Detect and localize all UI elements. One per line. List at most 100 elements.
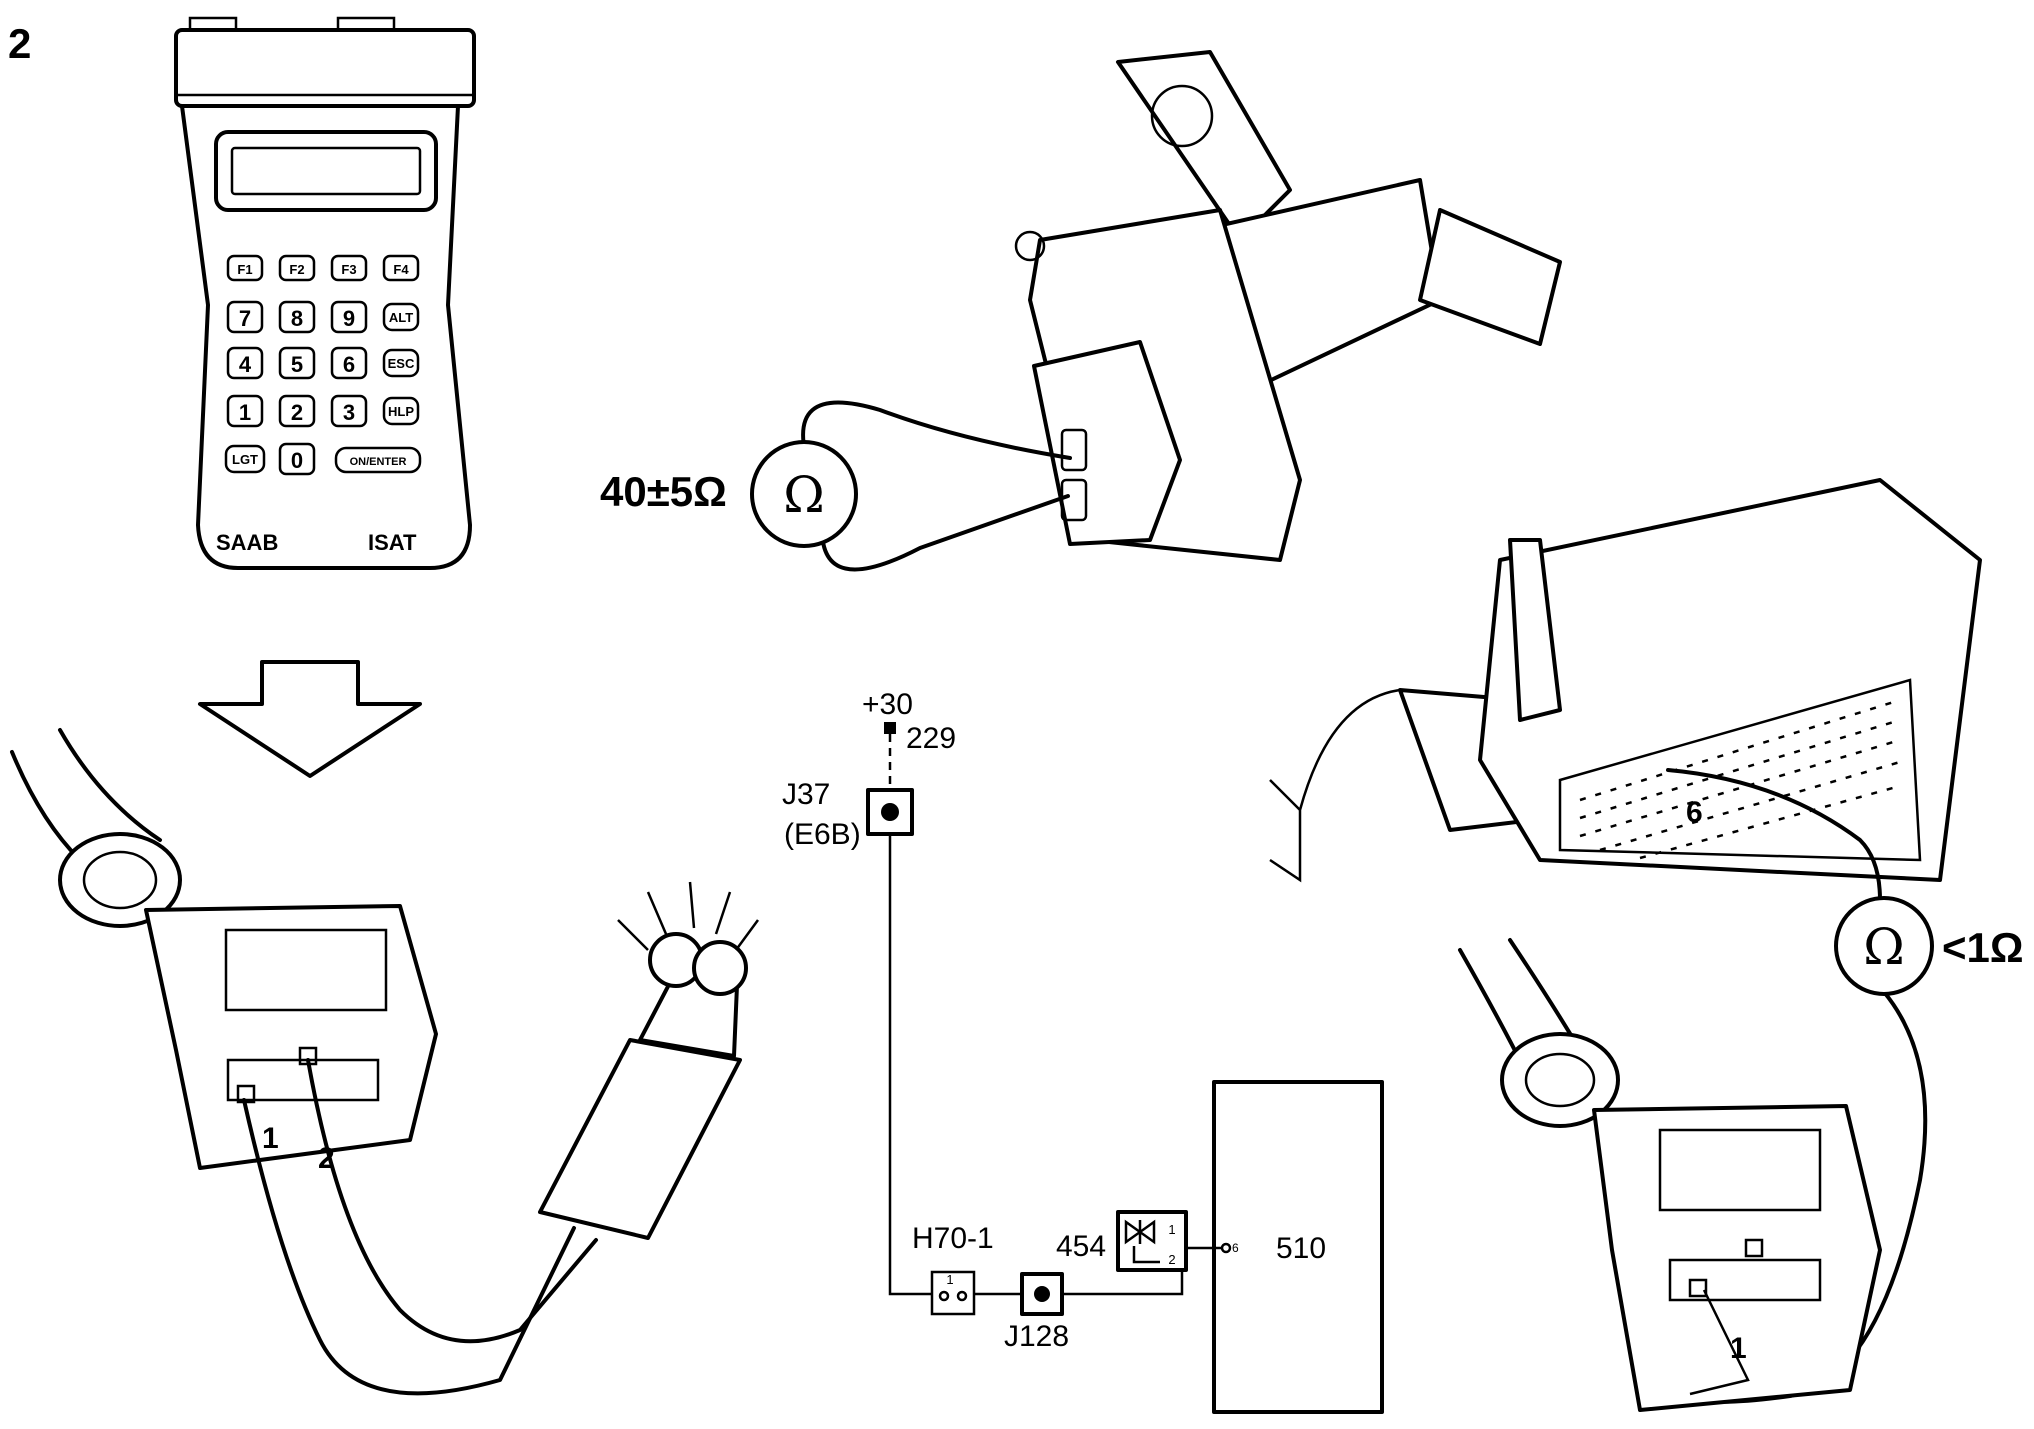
component-454-pin-1: 1 xyxy=(1168,1222,1175,1237)
valve-bracket xyxy=(1116,50,1292,242)
ecu-pin-number: 6 xyxy=(1686,796,1703,829)
ecu-pin-terminal xyxy=(1220,1242,1232,1254)
right-pin-1-terminal xyxy=(1688,1278,1708,1298)
test-lamp xyxy=(242,881,760,1396)
key-5[interactable] xyxy=(278,346,316,380)
key-8-label: 8 xyxy=(291,306,303,331)
key-f2-label: F2 xyxy=(289,262,304,277)
isat-tester: F1 F2 F3 F4 7 8 9 ALT 4 5 6 ESC xyxy=(174,16,476,570)
light-rays-icon xyxy=(617,881,760,951)
key-1[interactable] xyxy=(226,394,264,428)
ecu-latch-lever xyxy=(1508,538,1562,722)
component-454-label: 454 xyxy=(1056,1230,1106,1263)
key-0-label: 0 xyxy=(291,448,303,473)
keypad-row-2: 4 5 6 ESC xyxy=(226,346,420,380)
bracket-hole xyxy=(1150,84,1214,148)
key-hlp[interactable] xyxy=(382,396,420,426)
key-9-label: 9 xyxy=(343,306,355,331)
key-on-enter-label: ON/ENTER xyxy=(350,456,407,468)
valve-resistance-value: 40±5Ω xyxy=(600,468,727,515)
junction-j128-dot xyxy=(1034,1286,1050,1302)
wiring-schematic: +30 229 J37 (E6B) 1 H70-1 J128 1 2 454 6… xyxy=(782,688,1384,1414)
junction-j37-sublabel: (E6B) xyxy=(784,818,861,851)
key-f4-label: F4 xyxy=(393,262,409,277)
tester-body xyxy=(180,104,472,570)
ecu-meter-lead-upper xyxy=(1666,768,1882,902)
connector-housing-left xyxy=(144,904,438,1170)
meter-lead-lower xyxy=(819,494,1070,572)
right-harness-connector: 1 xyxy=(1458,938,1882,1412)
lamp-lead-2 xyxy=(306,1058,598,1344)
valve-assembly xyxy=(1014,50,1562,562)
key-esc-label: ESC xyxy=(388,356,415,371)
key-2-label: 2 xyxy=(291,400,303,425)
connector-housing-right xyxy=(1592,1104,1882,1412)
key-esc[interactable] xyxy=(382,348,420,378)
ecu-resistance-value: <1Ω xyxy=(1942,924,2024,971)
key-f1[interactable] xyxy=(226,254,264,282)
harness-grommet xyxy=(58,832,182,928)
ecu-pin-field xyxy=(1558,678,1922,862)
key-5-label: 5 xyxy=(291,352,303,377)
key-lgt[interactable] xyxy=(224,444,266,474)
key-1-label: 1 xyxy=(239,400,251,425)
key-7[interactable] xyxy=(226,300,264,334)
ecu-schematic-pin: 6 xyxy=(1232,1241,1239,1255)
tester-display-frame xyxy=(214,130,438,212)
component-454 xyxy=(1116,1210,1188,1272)
valve-symbol-icon xyxy=(1124,1219,1156,1245)
left-connector-pin-1: 1 xyxy=(262,1122,279,1155)
ecu-connector: 6 xyxy=(1269,478,1982,883)
valve-nozzle xyxy=(1418,208,1562,346)
key-4-label: 4 xyxy=(239,352,252,377)
tester-display xyxy=(230,146,422,196)
valve-connector xyxy=(1032,340,1182,546)
key-3-label: 3 xyxy=(343,400,355,425)
junction-j37-dot xyxy=(881,803,899,821)
key-lgt-label: LGT xyxy=(232,452,258,467)
lamp-handle xyxy=(538,1038,742,1240)
down-arrow-icon xyxy=(198,660,422,778)
key-hlp-label: HLP xyxy=(388,404,414,419)
component-454-pin-2: 2 xyxy=(1168,1252,1175,1267)
valve-ohmmeter: Ω 40±5Ω xyxy=(600,400,1072,572)
key-6[interactable] xyxy=(330,346,368,380)
key-2[interactable] xyxy=(278,394,316,428)
meter-lead-upper xyxy=(801,400,1072,472)
key-f3[interactable] xyxy=(330,254,368,282)
keypad-row-4: LGT 0 ON/ENTER xyxy=(224,442,422,476)
right-connector-pin-1: 1 xyxy=(1730,1332,1747,1365)
lamp-lead-1 xyxy=(242,1098,576,1396)
supply-terminal xyxy=(884,722,896,734)
key-4[interactable] xyxy=(226,346,264,380)
right-harness-grommet xyxy=(1500,1032,1620,1128)
key-0[interactable] xyxy=(278,442,316,476)
ecu-510-label: 510 xyxy=(1276,1232,1326,1265)
tester-brand: SAAB xyxy=(216,530,278,555)
connector-h70-1-label: H70-1 xyxy=(912,1222,994,1255)
valve-connector-pin-a xyxy=(1060,428,1088,472)
ecu-510 xyxy=(1212,1080,1384,1414)
key-on-enter[interactable] xyxy=(334,446,422,474)
ohmmeter-icon xyxy=(750,440,858,548)
supply-label: +30 xyxy=(862,688,913,721)
ecu-meter-symbol: Ω xyxy=(1863,918,1904,976)
fuse-label: 229 xyxy=(906,722,956,755)
keypad-row-1: 7 8 9 ALT xyxy=(226,300,420,334)
key-3[interactable] xyxy=(330,394,368,428)
key-f3-label: F3 xyxy=(341,262,356,277)
key-f1-label: F1 xyxy=(237,262,252,277)
junction-j128-label: J128 xyxy=(1004,1320,1069,1353)
key-9[interactable] xyxy=(330,300,368,334)
key-f2[interactable] xyxy=(278,254,316,282)
connector-h70-1-pin: 1 xyxy=(946,1272,953,1287)
key-8[interactable] xyxy=(278,300,316,334)
key-alt-label: ALT xyxy=(389,310,413,325)
key-f4[interactable] xyxy=(382,254,420,282)
key-6-label: 6 xyxy=(343,352,355,377)
valve-meter-symbol: Ω xyxy=(783,466,824,524)
wire-j128-454 xyxy=(1062,1270,1184,1296)
key-alt[interactable] xyxy=(382,302,420,332)
